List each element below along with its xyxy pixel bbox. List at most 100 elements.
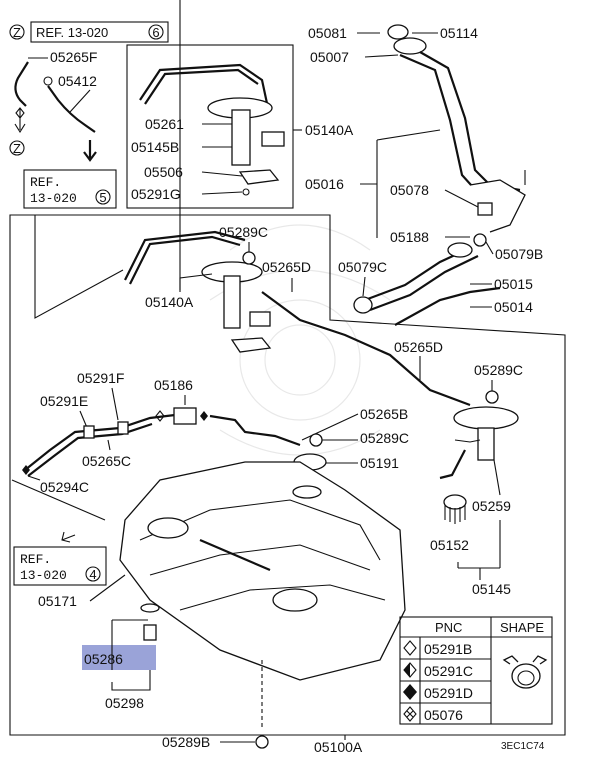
label-05265b[interactable]: 05265B (360, 406, 408, 422)
label-05016[interactable]: 05016 (305, 176, 344, 192)
label-05140a-mid[interactable]: 05140A (145, 294, 194, 310)
solid-diamond-icon (403, 684, 417, 700)
label-05289c-b[interactable]: 05289C (474, 362, 523, 378)
label-05298[interactable]: 05298 (105, 695, 144, 711)
label-05261[interactable]: 05261 (145, 116, 184, 132)
label-05286-highlight (82, 645, 156, 670)
ref-left-num: 5 (99, 190, 106, 205)
label-05079c[interactable]: 05079C (338, 259, 387, 275)
pump-tubes-mid-2 (129, 235, 241, 285)
nut-05289b (255, 735, 269, 749)
label-05506[interactable]: 05506 (144, 164, 183, 180)
label-05265f[interactable]: 05265F (50, 49, 97, 65)
pnc-row-05291d[interactable]: 05291D (424, 685, 473, 701)
label-05291e[interactable]: 05291E (40, 393, 88, 409)
label-05145[interactable]: 05145 (472, 581, 511, 597)
hose-05265b (209, 414, 301, 447)
label-05079b[interactable]: 05079B (495, 246, 543, 262)
tank-strap-line (199, 538, 271, 572)
hose-05265c-b (27, 422, 153, 477)
pnc-header: PNC (435, 620, 462, 635)
pump-tubes-top-2 (144, 68, 259, 105)
label-05412[interactable]: 05412 (58, 73, 97, 89)
label-05188[interactable]: 05188 (390, 229, 429, 245)
ref-top-box[interactable] (30, 21, 169, 43)
filler-gasket (393, 37, 427, 55)
leader-05265b (301, 413, 359, 441)
label-05289c-c[interactable]: 05289C (360, 430, 409, 446)
clamp-ring-inner (517, 670, 535, 686)
label-05265d-a[interactable]: 05265D (262, 259, 311, 275)
ref-bottom-group: REF. 13-020 4 (13, 546, 107, 586)
clamp-tab-right (532, 655, 548, 665)
shape-header: SHAPE (500, 620, 544, 635)
clamp-05291e (83, 425, 95, 439)
pnc-row-05076[interactable]: 05076 (424, 707, 463, 723)
leader-05298-bracket (111, 619, 151, 691)
pnc-row-05291c[interactable]: 05291C (424, 663, 473, 679)
z-mark-top: Z (13, 25, 21, 40)
ref-top-label[interactable]: REF. 13-020 (36, 25, 108, 40)
leader-05291g (201, 191, 243, 195)
hollow-diamond-icon (403, 640, 417, 656)
label-05289c-a[interactable]: 05289C (219, 224, 268, 240)
label-05100a[interactable]: 05100A (314, 739, 363, 755)
arrow-down-ref (83, 140, 97, 162)
leader-05078 (444, 189, 479, 208)
leader-05294c (27, 475, 41, 481)
leader-05007 (364, 54, 399, 58)
label-05186[interactable]: 05186 (154, 377, 193, 393)
label-05259[interactable]: 05259 (472, 498, 511, 514)
half-diamond-fill (404, 663, 410, 677)
label-05015[interactable]: 05015 (494, 276, 533, 292)
ref-top-num-circle (148, 24, 164, 40)
label-05007[interactable]: 05007 (310, 49, 349, 65)
label-05291g[interactable]: 05291G (131, 186, 181, 202)
strainer-ribs (444, 505, 466, 524)
label-05145b[interactable]: 05145B (131, 139, 179, 155)
main-assembly-frame (9, 214, 566, 736)
half-diamond-icon (403, 662, 417, 678)
pump-screw-top (242, 188, 250, 196)
label-05152[interactable]: 05152 (430, 537, 469, 553)
label-05078[interactable]: 05078 (390, 182, 429, 198)
label-05114[interactable]: 05114 (440, 25, 478, 41)
label-05291f[interactable]: 05291F (77, 370, 124, 386)
pnc-row-05291b[interactable]: 05291B (424, 641, 472, 657)
label-05014[interactable]: 05014 (494, 299, 533, 315)
label-05289b[interactable]: 05289B (162, 734, 210, 750)
arrow-down-z (14, 108, 26, 134)
z-mark-lower: Z (13, 141, 21, 156)
pnc-shape-table: PNC SHAPE 05291B 05291C 05291D 05076 (399, 616, 553, 725)
clip-05412 (43, 76, 53, 86)
label-05265c[interactable]: 05265C (82, 453, 131, 469)
sender-body (477, 427, 495, 461)
hose-clamp-shape-icon (502, 655, 548, 689)
hose-05265c (24, 413, 176, 471)
vapor-line-05265d (261, 291, 471, 407)
label-05294c[interactable]: 05294C (40, 479, 89, 495)
cross-diamond-icon (403, 706, 417, 722)
label-05265d-b[interactable]: 05265D (394, 339, 443, 355)
pump-bracket-mid (230, 337, 272, 353)
label-05191[interactable]: 05191 (360, 455, 399, 471)
pump-filter-mid (249, 311, 271, 327)
leader-05016-bracket (360, 140, 378, 238)
sender-flange (453, 406, 519, 430)
leader-05016-top (376, 129, 441, 141)
ref-bottom-line1: REF. (20, 552, 51, 567)
clip-05291f-marker (155, 410, 165, 422)
clamp-05291f (117, 421, 129, 435)
leader-05259 (493, 459, 501, 496)
pnc-table-border (399, 616, 553, 725)
label-05140a-top[interactable]: 05140A (305, 122, 354, 138)
diamond-marker-a (15, 107, 25, 119)
label-05171[interactable]: 05171 (38, 593, 77, 609)
tank-port-right (272, 588, 318, 612)
hose-05265f (14, 61, 29, 107)
ref-left-box[interactable] (23, 169, 117, 209)
label-05081[interactable]: 05081 (308, 25, 347, 41)
label-05286[interactable]: 05286 (84, 651, 123, 667)
ref-bottom-box[interactable] (13, 546, 107, 586)
leader-05145-bracket (457, 520, 501, 580)
